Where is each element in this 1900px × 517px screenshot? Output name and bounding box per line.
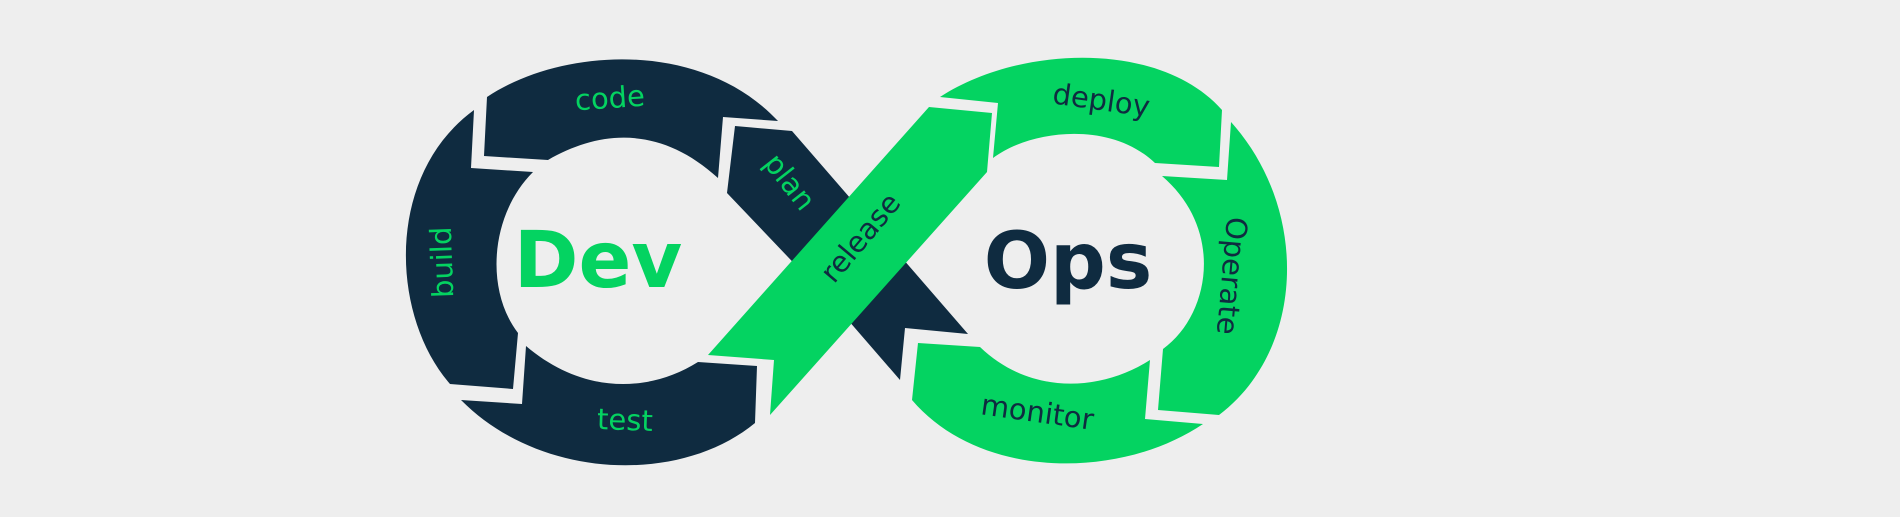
stage-segment-test — [461, 346, 757, 466]
dev-loop — [405, 59, 968, 466]
dev-label: Dev — [514, 216, 683, 306]
ops-label: Ops — [984, 217, 1153, 307]
ops-loop — [708, 57, 1288, 464]
stage-label-build: build — [424, 226, 460, 298]
stage-label-code: code — [574, 79, 646, 118]
stage-segment-monitor — [912, 343, 1203, 464]
stage-label-test: test — [597, 402, 654, 438]
stage-segment-code — [484, 59, 778, 179]
stage-segment-build — [405, 110, 533, 389]
stage-segment-release — [708, 107, 992, 415]
stage-segment-operate — [1158, 122, 1288, 415]
stage-segment-deploy — [940, 57, 1222, 167]
